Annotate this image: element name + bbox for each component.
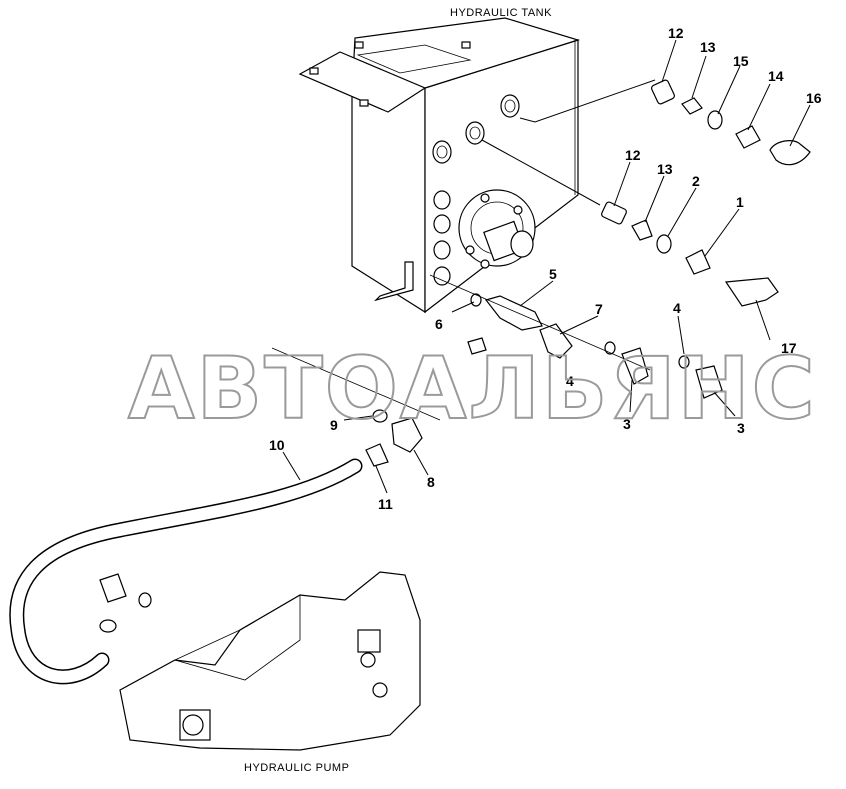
- callout-7: 7: [595, 301, 603, 317]
- callout-9: 9: [330, 417, 338, 433]
- callout-17: 17: [781, 340, 797, 356]
- hose: [9, 458, 363, 685]
- pump-label: HYDRAULIC PUMP: [244, 762, 349, 774]
- callout-15: 15: [733, 53, 749, 69]
- callout-4: 4: [566, 373, 574, 389]
- fittings-upper: [481, 79, 811, 307]
- callout-6: 6: [435, 316, 443, 332]
- fittings-lower: [271, 347, 441, 467]
- callout-3-right: 3: [737, 420, 745, 436]
- callout-13: 13: [700, 39, 716, 55]
- callout-16: 16: [806, 90, 822, 106]
- tank-label: HYDRAULIC TANK: [450, 7, 552, 19]
- fittings-middle: [429, 274, 723, 399]
- callout-14: 14: [768, 68, 784, 84]
- hydraulic-tank: [298, 17, 581, 314]
- callout-13-lower: 13: [657, 161, 673, 177]
- callout-10: 10: [269, 437, 285, 453]
- callout-1: 1: [736, 194, 744, 210]
- callout-11: 11: [378, 496, 393, 512]
- callout-5: 5: [549, 266, 557, 282]
- callout-2: 2: [692, 173, 700, 189]
- callout-12: 12: [668, 25, 684, 41]
- leader-lines: [282, 39, 811, 494]
- hydraulic-pump: [99, 571, 421, 751]
- callout-3: 3: [623, 416, 631, 432]
- callout-8: 8: [427, 474, 435, 490]
- callout-12-lower: 12: [625, 147, 641, 163]
- callout-4-right: 4: [673, 300, 681, 316]
- watermark: АВТОАЛЬЯНС: [128, 339, 817, 439]
